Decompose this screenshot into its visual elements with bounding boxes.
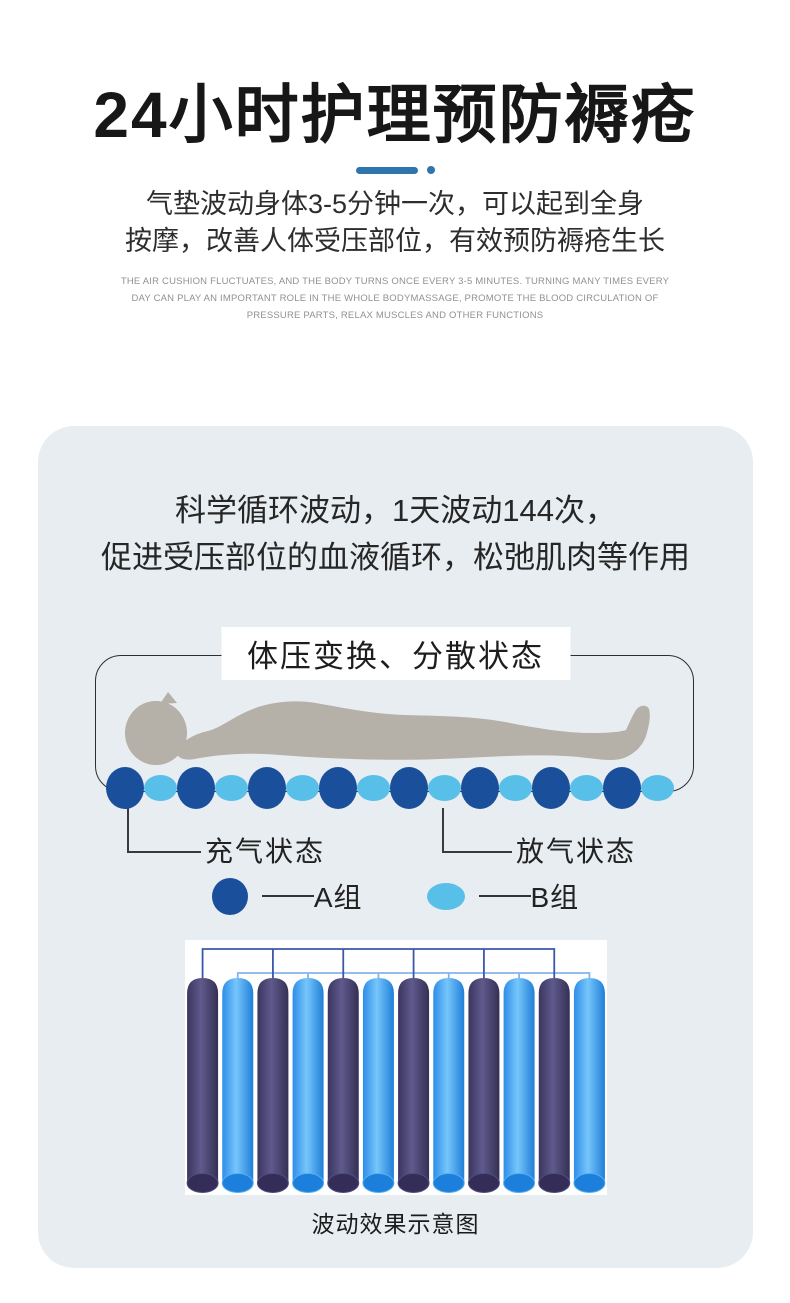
group-a-swatch: [211, 877, 248, 915]
tube-bottom-cap: [327, 1173, 360, 1193]
card-intro: 科学循环波动，1天波动144次， 促进受压部位的血液循环，松弛肌肉等作用: [38, 487, 753, 581]
air-tube-group-b: [573, 978, 605, 1183]
air-cell-group-b: [570, 775, 603, 801]
air-cell-group-a: [461, 767, 499, 809]
legend-line-a: [261, 895, 314, 897]
air-cell-group-b: [428, 775, 461, 801]
subtitle-line-2: 按摩，改善人体受压部位，有效预防褥疮生长: [125, 226, 665, 256]
air-cell-group-a: [390, 767, 428, 809]
air-tube-group-a: [468, 978, 500, 1183]
tube-schematic: [185, 940, 607, 1195]
tube-bottom-cap: [362, 1173, 395, 1193]
group-b-swatch: [426, 882, 465, 910]
air-tube-group-a: [327, 978, 359, 1183]
tube-bottom-cap: [256, 1173, 289, 1193]
air-cell-group-b: [215, 775, 248, 801]
tube-bottom-cap: [538, 1173, 571, 1193]
english-line-1: THE AIR CUSHION FLUCTUATES, AND THE BODY…: [120, 276, 670, 287]
lying-body-silhouette: [125, 692, 650, 765]
air-tube-group-b: [292, 978, 324, 1183]
english-line-3: PRESSURE PARTS, RELAX MUSCLES AND OTHER …: [246, 310, 544, 321]
title-divider: [0, 166, 790, 174]
group-b-label: B组: [530, 882, 580, 913]
pressure-diagram-title: 体压变换、分散状态: [221, 627, 570, 680]
air-cell-group-a: [177, 767, 215, 809]
air-cell-group-a: [532, 767, 570, 809]
english-description: THE AIR CUSHION FLUCTUATES, AND THE BODY…: [0, 273, 790, 324]
feature-card: 科学循环波动，1天波动144次， 促进受压部位的血液循环，松弛肌肉等作用 体压变…: [38, 426, 753, 1268]
manifold-line: [201, 948, 556, 985]
tube-bottom-cap: [292, 1173, 325, 1193]
card-intro-line-2: 促进受压部位的血液循环，松弛肌肉等作用: [101, 540, 690, 575]
tube-bottom-cap: [467, 1173, 500, 1193]
inflated-label: 充气状态: [205, 836, 326, 867]
page-title: 24小时护理预防褥疮: [93, 79, 697, 151]
air-cell-group-a: [106, 767, 144, 809]
tube-caption: 波动效果示意图: [311, 1211, 480, 1237]
tube-bottom-cap: [573, 1173, 606, 1193]
air-tube-group-a: [187, 978, 219, 1183]
group-a-label: A组: [313, 882, 363, 913]
deflated-connector-line: [442, 808, 512, 853]
tube-bottom-cap: [503, 1173, 536, 1193]
legend-item-b: B组: [426, 876, 580, 916]
air-tube-group-b: [433, 978, 465, 1183]
card-intro-line-1: 科学循环波动，1天波动144次，: [175, 493, 616, 528]
legend-line-b: [478, 895, 531, 897]
tube-bottom-cap: [186, 1173, 219, 1193]
inflated-connector-line: [127, 808, 201, 853]
tube-bottom-cap: [221, 1173, 254, 1193]
deflated-label: 放气状态: [516, 836, 637, 867]
air-cell-group-a: [603, 767, 641, 809]
air-cell-group-a: [319, 767, 357, 809]
legend-item-a: A组: [211, 876, 363, 916]
air-cell-row: [106, 767, 674, 809]
tube-bottom-cap: [397, 1173, 430, 1193]
cell-legend: A组 B组: [38, 876, 753, 916]
air-cell-group-b: [641, 775, 674, 801]
tube-bottom-cap: [432, 1173, 465, 1193]
air-cell-group-b: [499, 775, 532, 801]
air-tube-group-b: [362, 978, 394, 1183]
air-tube-group-b: [222, 978, 254, 1183]
air-cell-group-b: [286, 775, 319, 801]
divider-bar: [355, 166, 418, 174]
air-cell-group-a: [248, 767, 286, 809]
air-tube-group-a: [538, 978, 570, 1183]
air-tube-group-a: [257, 978, 289, 1183]
air-cell-group-b: [144, 775, 177, 801]
subtitle: 气垫波动身体3-5分钟一次，可以起到全身 按摩，改善人体受压部位，有效预防褥疮生…: [0, 186, 790, 260]
air-tube-group-a: [398, 978, 430, 1183]
english-line-2: DAY CAN PLAY AN IMPORTANT ROLE IN THE WH…: [131, 293, 659, 304]
tube-schematic-svg: [186, 948, 606, 1193]
subtitle-line-1: 气垫波动身体3-5分钟一次，可以起到全身: [145, 189, 645, 219]
divider-dot: [426, 166, 435, 174]
air-tube-group-b: [503, 978, 535, 1183]
air-cell-group-b: [357, 775, 390, 801]
